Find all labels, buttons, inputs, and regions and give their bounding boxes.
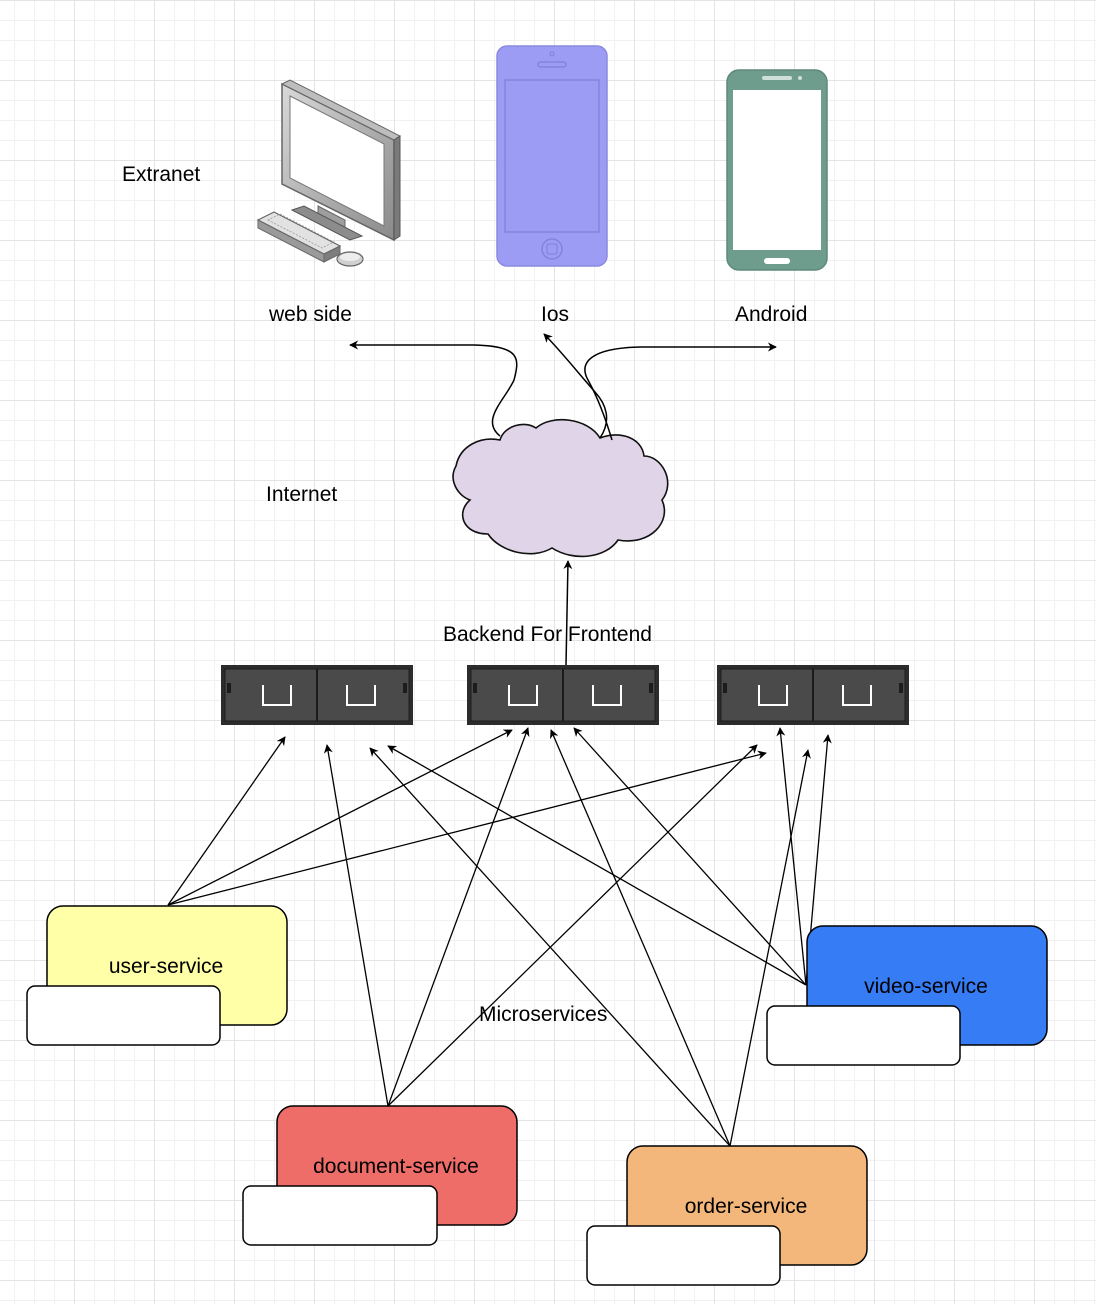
extranet-label: Extranet: [122, 163, 201, 186]
arrow-cloud-to-android: [584, 342, 777, 441]
order-service-db-box: [586, 1225, 781, 1286]
arrow-document-to-bff-middle-a: [387, 727, 530, 1107]
arrow-order-to-bff-middle: [550, 729, 731, 1147]
order-service-block: order-service: [586, 1145, 868, 1286]
arrow-user-to-bff-middle: [167, 729, 513, 906]
internet-cloud-icon: [452, 419, 669, 558]
android-label: Android: [735, 303, 808, 326]
document-service-db-box: [242, 1185, 438, 1246]
cloud-to-clients-connectors: [349, 333, 777, 441]
web-side-label: web side: [269, 303, 352, 326]
user-service-db-box: [26, 985, 221, 1046]
ios-label: Ios: [541, 303, 570, 326]
bff-server-left: [221, 665, 413, 725]
bff-server-middle: [467, 665, 659, 725]
arrow-user-to-bff-right: [167, 750, 767, 906]
arrow-cloud-to-web: [349, 340, 518, 437]
arrow-video-to-bff-left: [387, 745, 807, 986]
arrow-order-to-bff-right: [729, 749, 811, 1147]
arrow-document-to-bff-right: [387, 744, 758, 1107]
order-service-label: order-service: [685, 1195, 808, 1218]
android-phone-icon: [726, 69, 828, 271]
microservices-label: Microservices: [479, 1003, 608, 1026]
arrow-document-to-bff-left: [323, 744, 389, 1107]
video-service-label: video-service: [864, 975, 988, 998]
user-service-block: user-service: [26, 905, 288, 1046]
internet-label: Internet: [266, 483, 338, 506]
document-service-label: document-service: [313, 1155, 479, 1178]
arrow-video-to-bff-right-a: [776, 727, 807, 986]
bff-server-right: [717, 665, 909, 725]
arrow-order-to-bff-left: [369, 747, 731, 1147]
arrow-video-to-bff-middle: [573, 727, 807, 986]
arrow-user-to-bff-left: [167, 736, 286, 906]
service-to-bff-connectors: [167, 727, 832, 1147]
bff-label: Backend For Frontend: [443, 623, 652, 646]
desktop-computer-icon: [256, 79, 401, 267]
document-service-block: document-service: [242, 1105, 518, 1246]
user-service-label: user-service: [109, 955, 223, 978]
video-service-db-box: [766, 1005, 961, 1066]
arrow-bff-to-cloud: [563, 560, 573, 666]
video-service-block: video-service: [766, 925, 1048, 1066]
ios-phone-icon: [496, 45, 608, 267]
